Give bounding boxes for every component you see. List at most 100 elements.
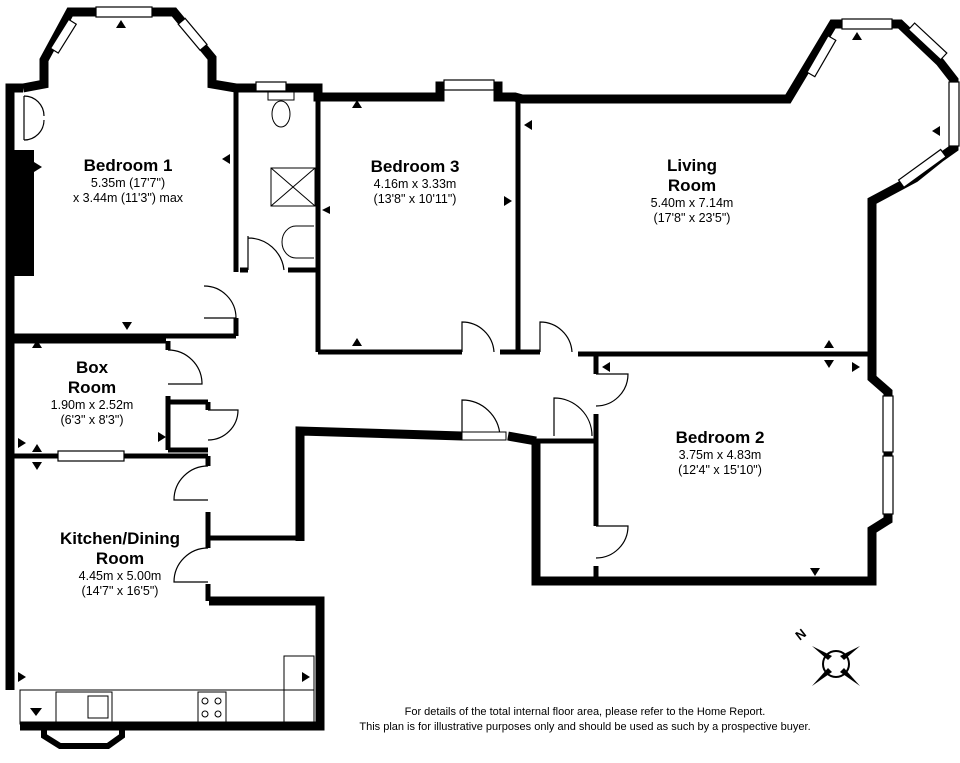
window-living-se	[897, 148, 947, 189]
room-dimension: 4.45m x 5.00m	[78, 569, 162, 584]
label-living-room: Living Room 5.40m x 7.14m (17'8" x 23'5"…	[651, 156, 734, 226]
marker	[932, 126, 940, 136]
room-dimension: 5.40m x 7.14m	[650, 196, 734, 211]
room-name: Room	[95, 549, 145, 569]
marker	[602, 362, 610, 372]
worktop	[19, 689, 315, 725]
kitchen-bay	[41, 726, 125, 749]
room-dimension: 5.35m (17'7")	[90, 176, 166, 191]
compass	[812, 646, 860, 686]
marker	[18, 672, 26, 682]
room-name: Kitchen/Dining	[60, 529, 180, 548]
hob-ring-3	[201, 710, 209, 718]
door-bathroom	[247, 236, 285, 271]
window-bedroom2-east-a	[882, 395, 894, 453]
shower-diag-2	[270, 167, 316, 207]
marker	[18, 438, 26, 448]
label-bedroom2: Bedroom 2 3.75m x 4.83m (12'4" x 15'10")	[676, 428, 765, 478]
label-box-room: Box Room 1.90m x 2.52m (6'3" x 8'3")	[51, 358, 134, 428]
room-name: Bedroom 3	[370, 157, 460, 176]
room-dimension: 3.75m x 4.83m	[678, 448, 762, 463]
outer-wall-kitchen-east	[20, 596, 325, 731]
window-bedroom3	[443, 79, 495, 91]
sink-unit	[55, 691, 113, 723]
hob-ring-4	[214, 710, 222, 718]
compass-needle	[812, 668, 832, 686]
fixtures	[19, 91, 316, 749]
marker	[352, 100, 362, 108]
marker	[504, 196, 512, 206]
door-living	[539, 321, 573, 353]
windows	[49, 6, 960, 515]
door-boxroom	[167, 349, 203, 385]
door-bedroom2	[595, 373, 629, 407]
marker	[222, 154, 230, 164]
hob	[197, 691, 227, 723]
toilet-bowl	[271, 100, 291, 128]
shower-tray	[270, 167, 316, 207]
label-kitchen-dining: Kitchen/Dining Room 4.45m x 5.00m (14'7"…	[60, 529, 180, 599]
room-dimension: (6'3" x 8'3")	[60, 412, 124, 427]
room-dimension: x 3.44m (11'3") max	[72, 190, 184, 205]
door-hall-cupboard	[553, 397, 593, 437]
compass-needle	[812, 646, 832, 660]
outer-wall-west	[5, 83, 23, 690]
window-bedroom1-north	[95, 6, 153, 18]
door-bed1-wardrobe	[23, 95, 45, 141]
toilet-cistern	[267, 91, 295, 101]
window-living-ne	[907, 22, 948, 61]
marker	[32, 340, 42, 348]
room-dimension: (17'8" x 23'5")	[653, 210, 731, 225]
door-store	[207, 409, 239, 441]
marker	[352, 338, 362, 346]
room-name: Box	[75, 358, 109, 377]
hob-ring-1	[201, 697, 209, 705]
window-living-east	[948, 81, 960, 147]
room-name: Room	[667, 176, 717, 196]
label-bedroom3: Bedroom 3 4.16m x 3.33m (13'8" x 10'11")	[371, 157, 460, 207]
label-bedroom1: Bedroom 1 5.35m (17'7") x 3.44m (11'3") …	[73, 156, 183, 206]
door-bedroom1	[203, 285, 237, 319]
marker	[322, 206, 330, 214]
sink-bowl	[87, 695, 109, 719]
room-dimension: 4.16m x 3.33m	[373, 177, 457, 192]
outer-walls	[5, 7, 959, 731]
marker	[824, 340, 834, 348]
room-dimension: (13'8" x 10'11")	[373, 191, 457, 206]
compass-needle	[840, 668, 860, 686]
marker	[824, 360, 834, 368]
internal-walls	[14, 88, 872, 601]
marker	[32, 444, 42, 452]
marker	[852, 32, 862, 40]
basin	[281, 225, 314, 259]
window-bathroom	[255, 81, 287, 92]
dimension-markers	[18, 20, 940, 716]
bedroom1-west-feature	[14, 150, 34, 276]
outer-wall-east-lower	[507, 431, 537, 446]
marker	[524, 120, 532, 130]
window-bedroom2-east-b	[882, 455, 894, 515]
footnote-line-2: This plan is for illustrative purposes o…	[359, 721, 811, 734]
room-name: Bedroom 2	[675, 428, 765, 447]
worktop-corner	[283, 655, 315, 725]
entrance-threshold	[461, 431, 507, 441]
room-dimension: (12'4" x 15'10")	[678, 462, 762, 477]
door-kitchen-cupboard	[173, 547, 209, 583]
doors	[23, 95, 629, 583]
marker	[116, 20, 126, 28]
window-bedroom1-ne	[177, 17, 208, 52]
marker	[122, 322, 132, 330]
door-kitchen	[173, 465, 209, 501]
outer-wall-hall-south	[295, 426, 463, 541]
door-entrance	[461, 399, 501, 437]
window-living-nw	[806, 34, 837, 78]
marker	[30, 708, 42, 716]
marker	[302, 672, 310, 682]
hob-ring-2	[214, 697, 222, 705]
door-bedroom3	[461, 321, 495, 353]
room-dimension: 1.90m x 2.52m	[50, 398, 134, 413]
room-name: Room	[67, 378, 117, 398]
footnote-line-1: For details of the total internal floor …	[404, 706, 766, 718]
